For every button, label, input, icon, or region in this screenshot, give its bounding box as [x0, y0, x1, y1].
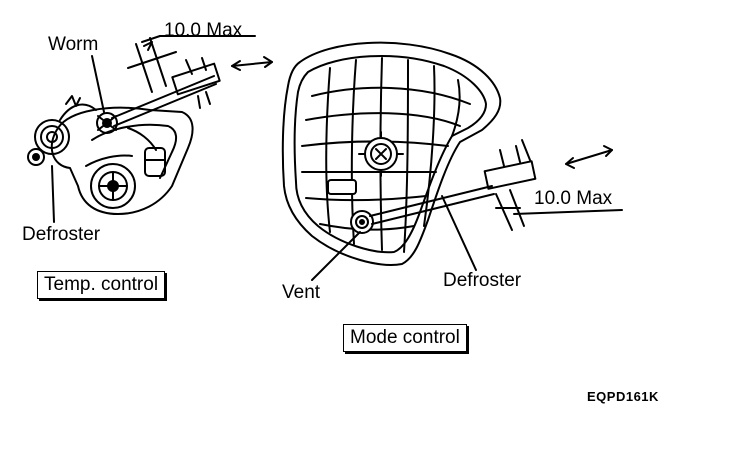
figure-code: EQPD161K — [587, 389, 659, 404]
mode-control-mechanism — [281, 41, 623, 281]
mode-clearance-label: 10.0 Max — [534, 188, 613, 209]
mode-control-caption: Mode control — [343, 324, 467, 352]
temp-clearance-label: 10.0 Max — [164, 20, 243, 41]
temp-control-caption: Temp. control — [37, 271, 166, 299]
worm-label: Worm — [48, 34, 99, 55]
temp-control-mechanism — [27, 35, 273, 223]
vent-label: Vent — [282, 282, 321, 303]
temp-defroster-label: Defroster — [22, 224, 101, 245]
mode-defroster-label: Defroster — [443, 270, 522, 291]
